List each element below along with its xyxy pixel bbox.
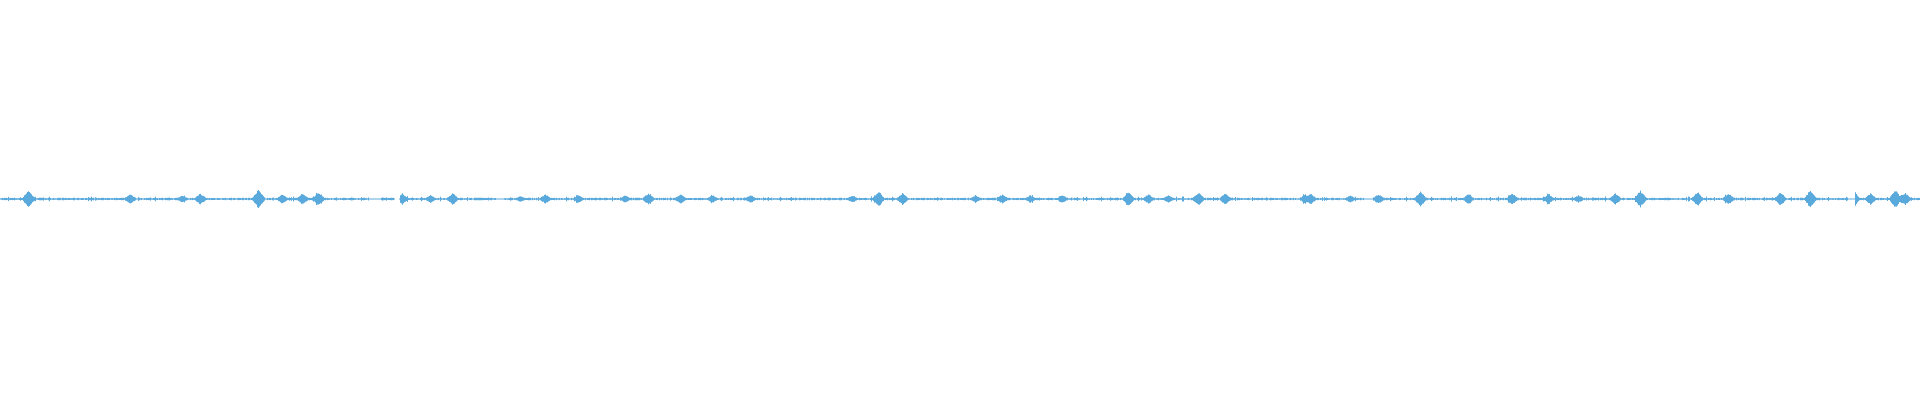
waveform-bars xyxy=(0,189,1920,209)
